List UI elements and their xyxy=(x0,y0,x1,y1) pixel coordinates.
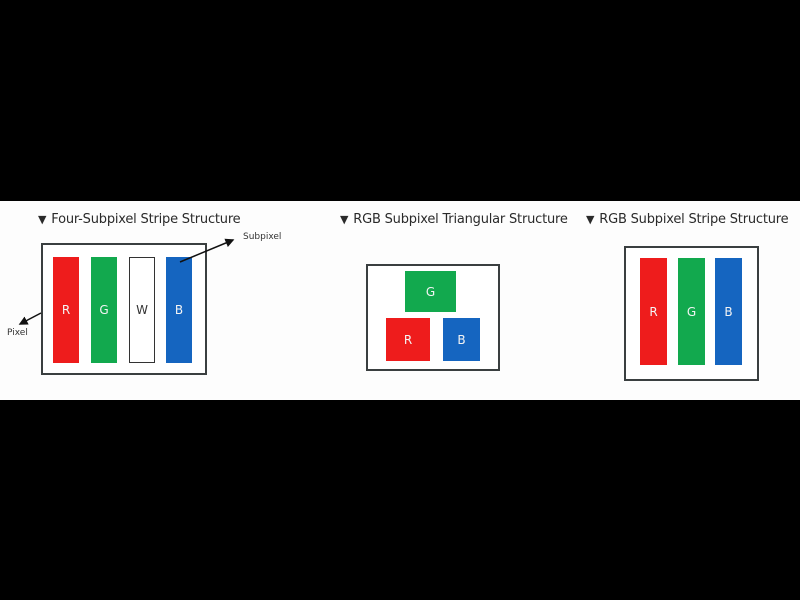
triangle-down-icon: ▼ xyxy=(340,213,349,226)
subpixel-blue: B xyxy=(443,318,480,361)
subpixel-red: R xyxy=(386,318,430,361)
panel-title-triangular: ▼RGB Subpixel Triangular Structure xyxy=(340,212,568,227)
subpixel-blue: B xyxy=(715,258,742,365)
pixel-annotation: Pixel xyxy=(7,328,28,338)
triangle-down-icon: ▼ xyxy=(586,213,595,226)
subpixel-white: W xyxy=(129,257,155,363)
subpixel-green: G xyxy=(678,258,705,365)
subpixel-red: R xyxy=(53,257,79,363)
panel-title-rgb-stripe: ▼RGB Subpixel Stripe Structure xyxy=(586,212,789,227)
subpixel-green: G xyxy=(91,257,117,363)
subpixel-red: R xyxy=(640,258,667,365)
pixel-arrow-icon xyxy=(18,312,42,325)
subpixel-annotation: Subpixel xyxy=(243,232,282,242)
triangle-down-icon: ▼ xyxy=(38,213,47,226)
subpixel-blue: B xyxy=(166,257,192,363)
subpixel-green: G xyxy=(405,271,456,312)
subpixel-arrow-icon xyxy=(179,238,235,263)
panel-title-four-subpixel: ▼Four-Subpixel Stripe Structure xyxy=(38,212,241,227)
